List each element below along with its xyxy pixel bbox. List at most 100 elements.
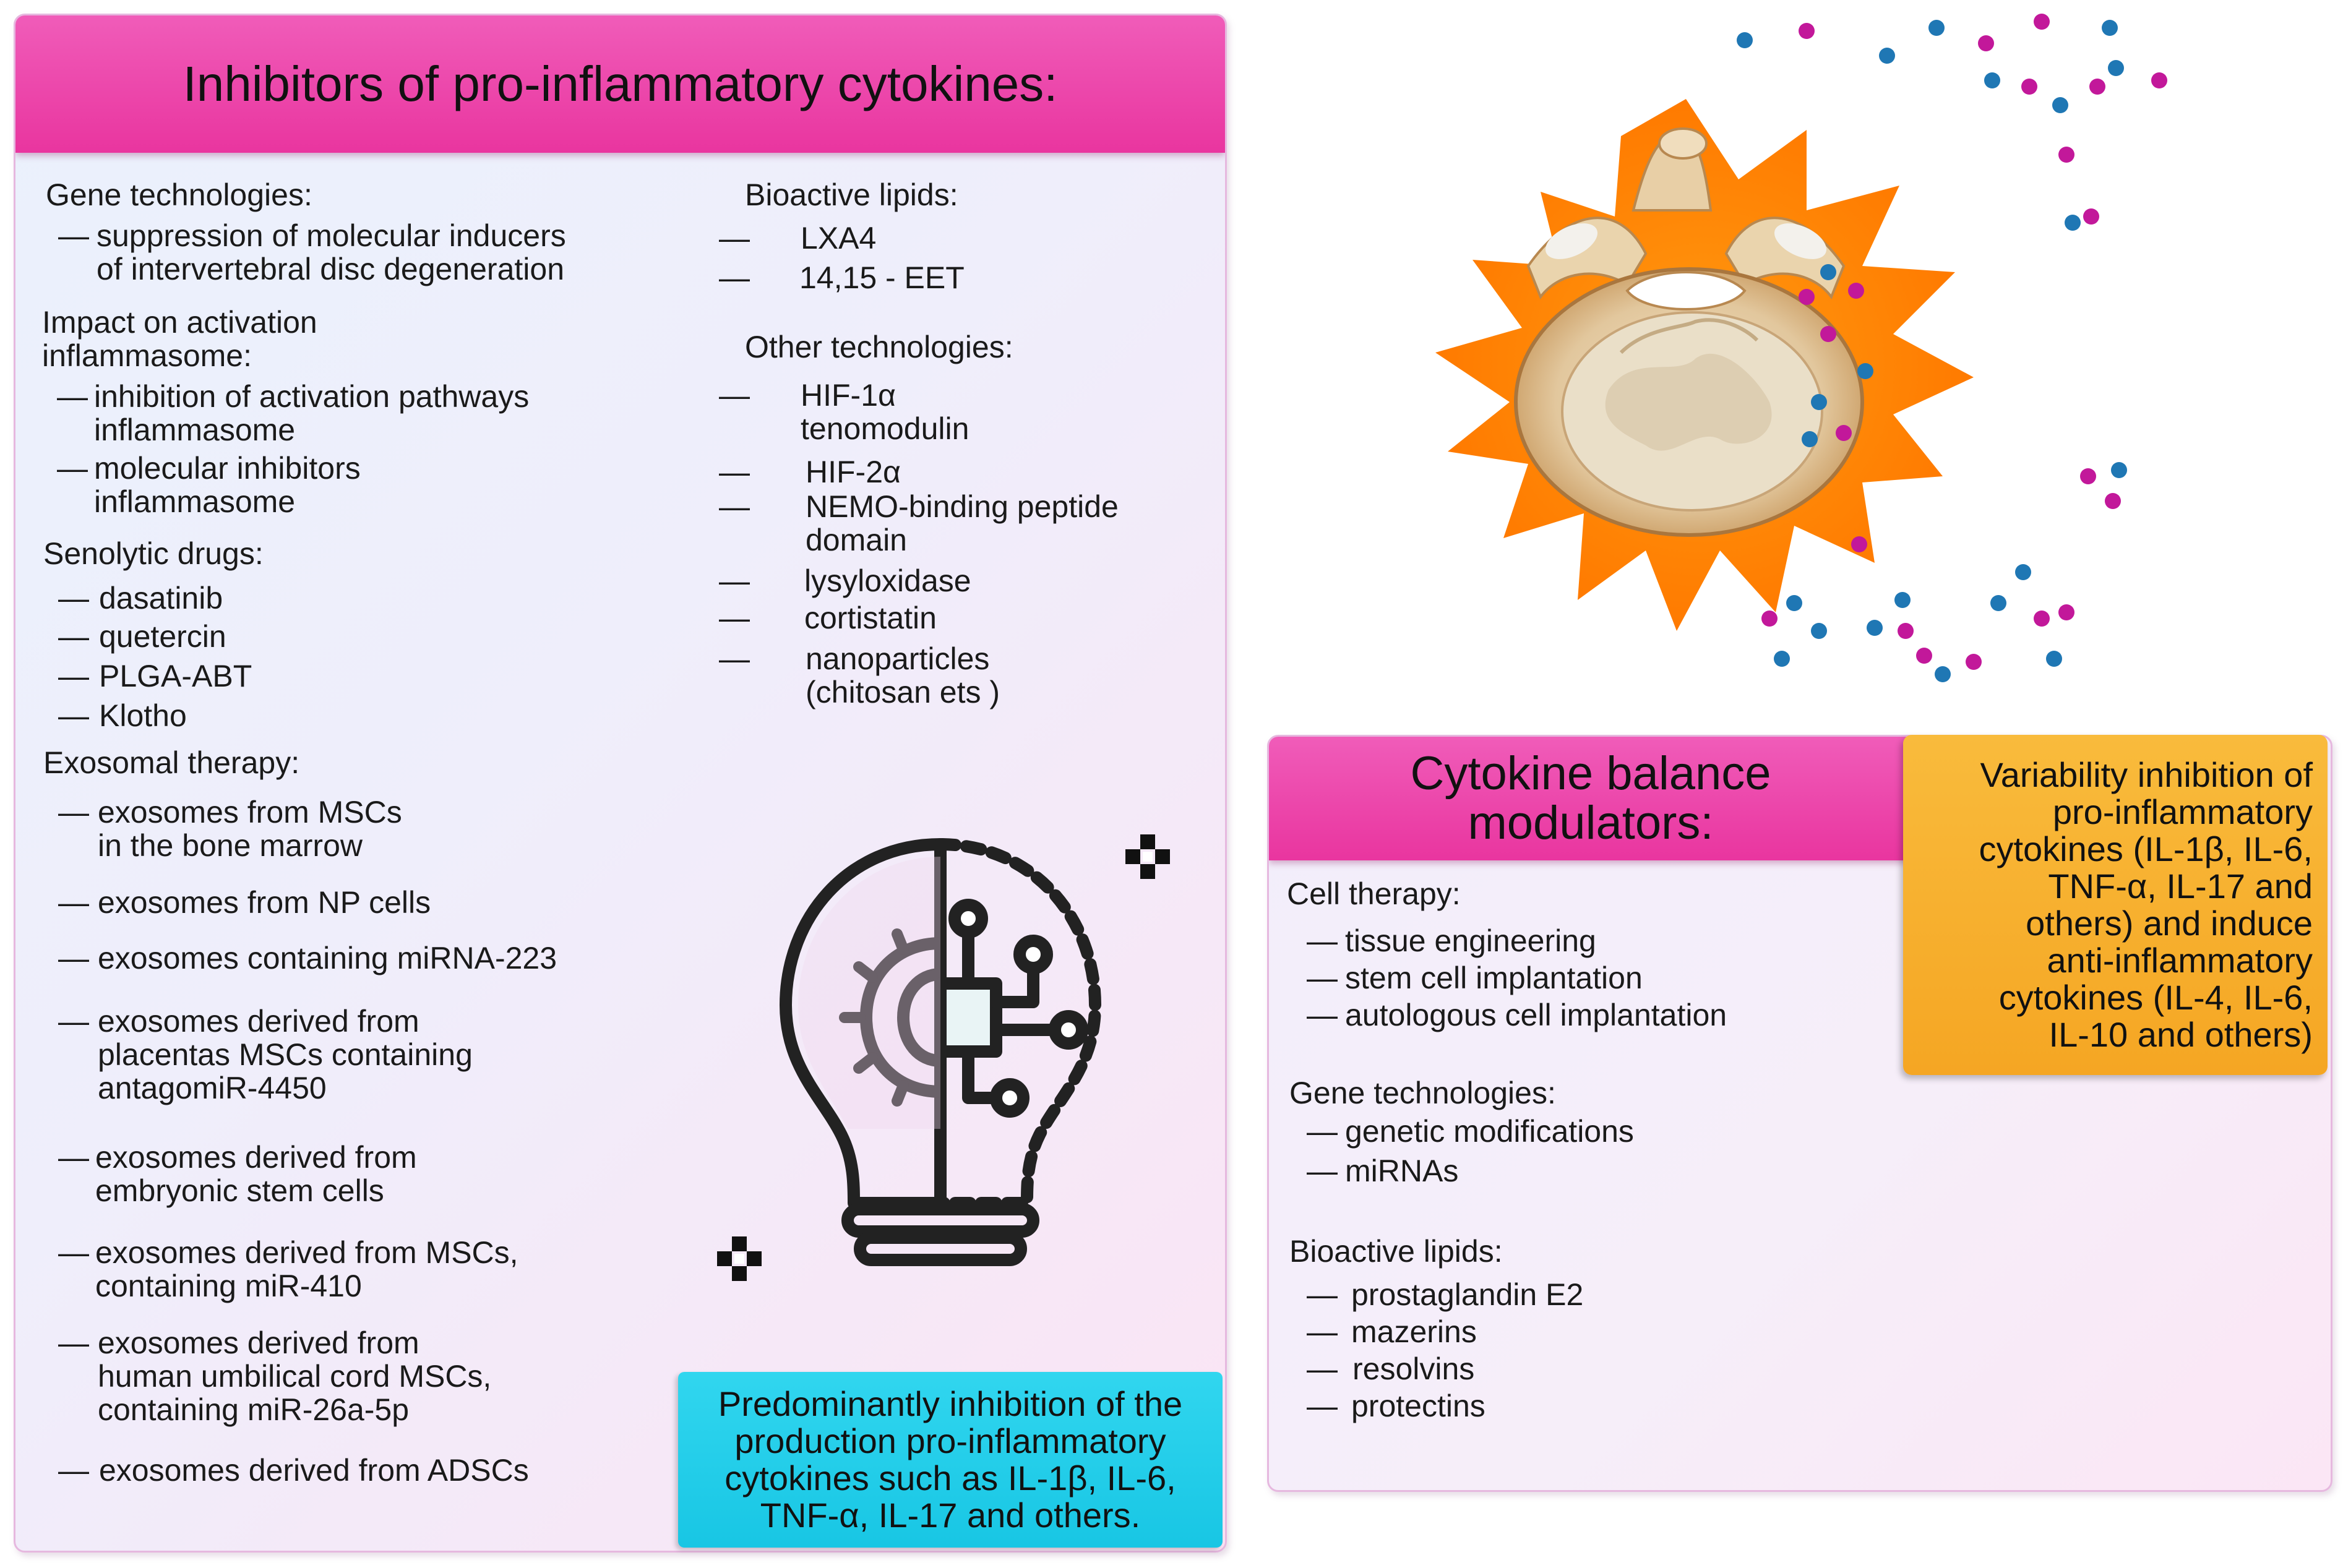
list-dash: — [1307, 961, 1338, 995]
list-dash: — [57, 451, 88, 486]
list-dash: — [719, 641, 750, 676]
cytokine-molecule-dot [1978, 35, 1994, 51]
list-dash: — [58, 1235, 89, 1270]
list-item: resolvins [1352, 1352, 1475, 1386]
list-dash: — [1307, 1154, 1338, 1188]
list-dash: — [1307, 1352, 1338, 1386]
left-panel-header: Inhibitors of pro-inflammatory cytokines… [15, 15, 1225, 153]
list-item: HIF-2α [806, 455, 901, 489]
list-item: genetic modifications [1345, 1114, 1634, 1149]
list-dash: — [58, 581, 89, 615]
cytokine-molecule-dot [2151, 72, 2167, 88]
cytokine-molecule-dot [2046, 651, 2062, 667]
cytokine-molecule-dot [2080, 468, 2096, 484]
cytokine-molecule-dot [2083, 208, 2099, 225]
cytokine-molecule-dot [2105, 493, 2121, 509]
cytokine-molecule-dot [1811, 623, 1827, 639]
list-dash: — [1307, 1114, 1338, 1149]
list-dash: — [719, 563, 750, 598]
cytokine-molecule-dot [1857, 363, 1873, 379]
bioactive-lipids-heading: Bioactive lipids: [745, 178, 958, 212]
inflammasome-heading: Impact on activation inflammasome: [42, 305, 317, 373]
cytokine-molecule-dot [1898, 623, 1914, 639]
list-item: nanoparticles (chitosan ets ) [806, 641, 1000, 709]
exosomal-therapy-heading: Exosomal therapy: [43, 745, 300, 780]
inhibitors-summary-text: Predominantly inhibition of the producti… [718, 1384, 1183, 1535]
list-item: autologous cell implantation [1345, 998, 1727, 1032]
list-dash: — [58, 619, 89, 654]
cytokine-molecule-dot [2015, 564, 2031, 580]
list-dash: — [58, 698, 89, 733]
cell-therapy-heading: Cell therapy: [1287, 876, 1461, 911]
cytokine-molecule-dot [1786, 595, 1802, 611]
list-dash: — [719, 221, 750, 255]
list-item: LXA4 [801, 221, 877, 255]
pro-inflammatory-inhibitors-panel: Inhibitors of pro-inflammatory cytokines… [14, 14, 1227, 1553]
list-item: prostaglandin E2 [1351, 1277, 1584, 1312]
list-dash: — [1307, 923, 1338, 958]
list-item: quetercin [99, 619, 226, 654]
list-item: dasatinib [99, 581, 223, 615]
bioactive-lipids-heading: Bioactive lipids: [1289, 1234, 1503, 1269]
cytokine-molecule-dot [2058, 147, 2074, 163]
list-item: exosomes derived from human umbilical co… [98, 1326, 492, 1427]
list-dash: — [719, 455, 750, 489]
cytokine-molecule-dot [1820, 264, 1836, 280]
modulators-summary-callout: Variability inhibition of pro-inflammato… [1903, 735, 2328, 1075]
cytokine-molecule-dot [2034, 610, 2050, 627]
list-item: exosomes from MSCs in the bone marrow [98, 795, 402, 863]
lightbulb-gear-circuit-icon [780, 838, 1101, 1266]
cytokine-molecule-dot [1820, 326, 1836, 342]
cytokine-molecule-dot [2108, 60, 2124, 76]
list-dash: — [58, 1140, 89, 1175]
cytokine-molecule-dot [1799, 23, 1815, 39]
list-item: PLGA-ABT [99, 659, 252, 693]
list-item: HIF-1α tenomodulin [801, 378, 969, 446]
list-dash: — [719, 378, 750, 413]
cytokine-molecule-dot [1984, 72, 2000, 88]
list-item: miRNAs [1345, 1154, 1459, 1188]
cytokine-molecule-dot [1894, 592, 1911, 608]
list-item: lysyloxidase [804, 563, 971, 598]
list-dash: — [58, 885, 89, 920]
list-item: exosomes derived from placentas MSCs con… [98, 1004, 473, 1105]
list-dash: — [719, 489, 750, 524]
list-dash: — [1307, 1277, 1338, 1312]
list-item: exosomes derived from MSCs, containing m… [95, 1235, 518, 1303]
list-dash: — [1307, 1314, 1338, 1349]
right-panel-title: Cytokine balance modulators: [1410, 747, 1771, 849]
cytokine-molecule-dot [1799, 289, 1815, 305]
cytokine-molecule-dot [1916, 648, 1932, 664]
cytokine-molecule-dot [2058, 604, 2074, 620]
left-panel-title: Inhibitors of pro-inflammatory cytokines… [183, 56, 1058, 111]
cytokine-molecule-dot [1928, 20, 1945, 36]
list-dash: — [719, 260, 750, 295]
list-item: suppression of molecular inducers of int… [97, 218, 566, 286]
gene-technologies-heading: Gene technologies: [46, 178, 312, 212]
cytokine-molecule-dot [2111, 462, 2127, 478]
modulators-summary-text: Variability inhibition of pro-inflammato… [1979, 755, 2313, 1054]
list-dash: — [58, 659, 89, 693]
cytokine-molecule-dot [1966, 654, 1982, 670]
list-item: NEMO-binding peptide domain [806, 489, 1119, 557]
cytokine-molecule-dot [2065, 215, 2081, 231]
list-item: exosomes derived from ADSCs [99, 1453, 529, 1488]
cytokine-molecule-dot [1990, 595, 2006, 611]
list-item: 14,15 - EET [799, 260, 965, 295]
list-item: Klotho [99, 698, 187, 733]
list-item: cortistatin [804, 601, 937, 635]
cytokine-molecule-dot [1935, 666, 1951, 682]
list-dash: — [58, 1453, 89, 1488]
list-item: tissue engineering [1345, 923, 1596, 958]
list-dash: — [58, 1004, 89, 1039]
list-item: protectins [1351, 1389, 1485, 1423]
other-technologies-heading: Other technologies: [745, 330, 1013, 364]
list-item: stem cell implantation [1345, 961, 1643, 995]
list-dash: — [58, 218, 89, 253]
cytokine-molecule-dot [2021, 79, 2037, 95]
cytokine-molecule-dot [1737, 32, 1753, 48]
list-dash: — [58, 941, 89, 975]
vertebra-inflammation-illustration [1435, 14, 2167, 682]
cytokine-molecule-dot [2052, 97, 2068, 113]
cytokine-molecule-dot [2034, 14, 2050, 30]
